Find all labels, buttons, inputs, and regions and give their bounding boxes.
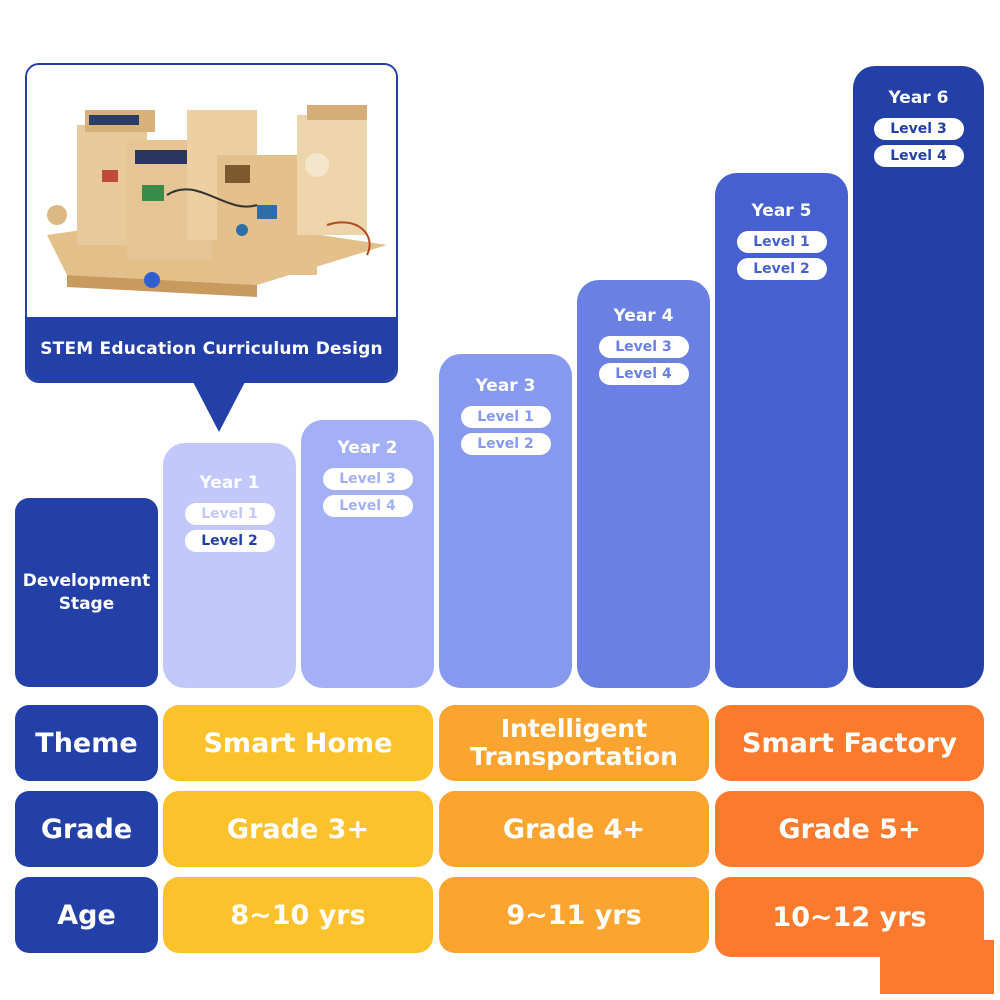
level-pill: Level 1 bbox=[460, 406, 551, 428]
grade-row-label: Grade bbox=[15, 791, 158, 867]
level-pill: Level 4 bbox=[322, 495, 413, 517]
theme-smart-factory: Smart Factory bbox=[715, 705, 984, 781]
stem-kit-photo bbox=[27, 65, 396, 317]
callout-pointer bbox=[192, 380, 246, 432]
grade-5-plus: Grade 5+ bbox=[715, 791, 984, 867]
age-10-12: 10~12 yrs bbox=[715, 877, 984, 957]
level-pill: Level 4 bbox=[598, 363, 689, 385]
year-label: Year 3 bbox=[475, 376, 536, 396]
level-pill: Level 2 bbox=[736, 258, 827, 280]
year-label: Year 6 bbox=[888, 88, 949, 108]
grade-3-plus: Grade 3+ bbox=[163, 791, 433, 867]
age-8-10: 8~10 yrs bbox=[163, 877, 433, 953]
level-pill: Level 3 bbox=[598, 336, 689, 358]
age-9-11: 9~11 yrs bbox=[439, 877, 709, 953]
year-2-column: Year 2 Level 3 Level 4 bbox=[301, 420, 434, 688]
level-pill: Level 1 bbox=[736, 231, 827, 253]
age-row-label: Age bbox=[15, 877, 158, 953]
year-4-column: Year 4 Level 3 Level 4 bbox=[577, 280, 710, 688]
year-label: Year 5 bbox=[751, 201, 812, 221]
year-3-column: Year 3 Level 1 Level 2 bbox=[439, 354, 572, 688]
theme-intelligent-transportation: Intelligent Transportation bbox=[439, 705, 709, 781]
development-stage-label: Development Stage bbox=[15, 498, 158, 687]
level-pill: Level 2 bbox=[460, 433, 551, 455]
grade-4-plus: Grade 4+ bbox=[439, 791, 709, 867]
year-5-column: Year 5 Level 1 Level 2 bbox=[715, 173, 848, 688]
level-pill: Level 4 bbox=[873, 145, 964, 167]
curriculum-callout: STEM Education Curriculum Design bbox=[25, 63, 398, 383]
year-label: Year 2 bbox=[337, 438, 398, 458]
level-pill: Level 1 bbox=[184, 503, 275, 525]
year-label: Year 1 bbox=[199, 473, 260, 493]
year-6-column: Year 6 Level 3 Level 4 bbox=[853, 66, 984, 688]
level-pill: Level 3 bbox=[322, 468, 413, 490]
level-pill: Level 2 bbox=[184, 530, 275, 552]
corner-block bbox=[880, 940, 994, 994]
year-label: Year 4 bbox=[613, 306, 674, 326]
theme-smart-home: Smart Home bbox=[163, 705, 433, 781]
callout-caption: STEM Education Curriculum Design bbox=[27, 317, 396, 381]
level-pill: Level 3 bbox=[873, 118, 964, 140]
theme-row-label: Theme bbox=[15, 705, 158, 781]
year-1-column: Year 1 Level 1 Level 2 bbox=[163, 443, 296, 688]
